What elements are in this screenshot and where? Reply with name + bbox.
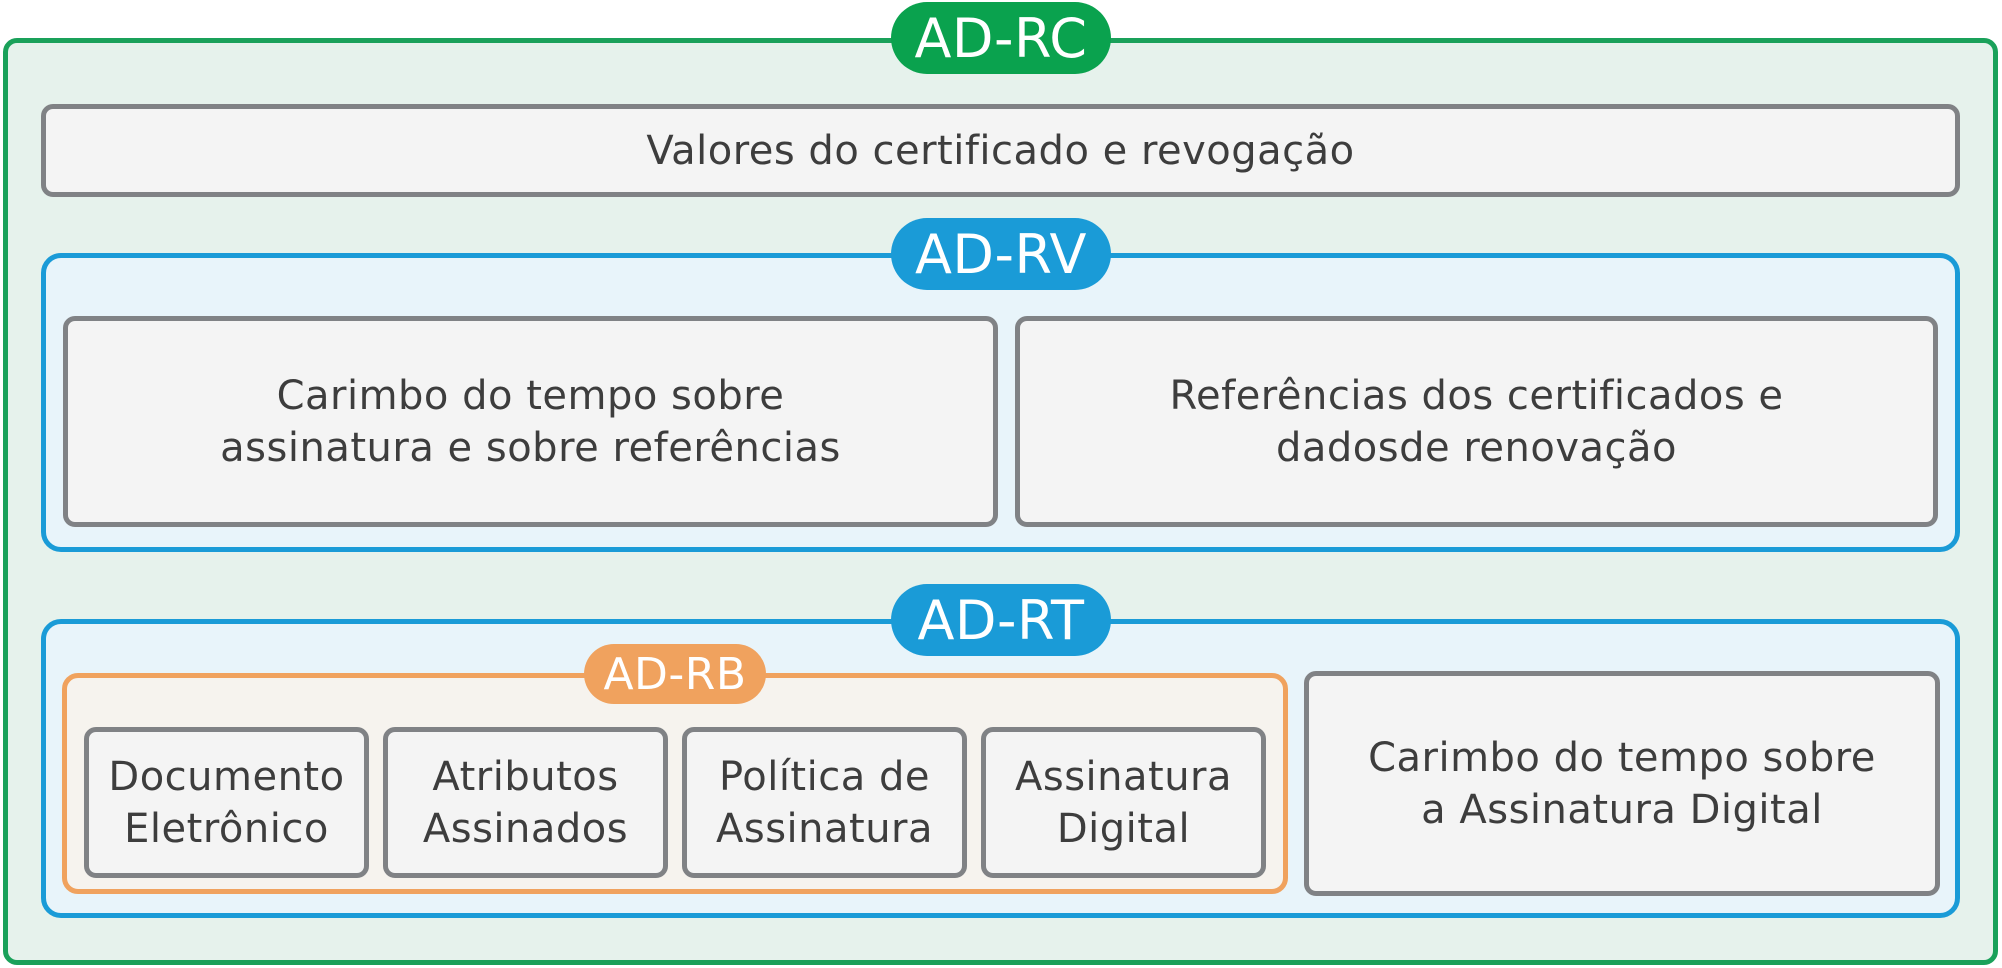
ad-rv-box-timestamp-references: Carimbo do tempo sobre assinatura e sobr…: [63, 316, 998, 527]
ad-rc-box-certificate-values: Valores do certificado e revogação: [41, 104, 1960, 197]
ad-rv-label: AD-RV: [891, 218, 1111, 290]
ad-rb-box-documento-eletronico: Documento Eletrônico: [84, 727, 369, 878]
ad-rb-box-atributos-assinados: Atributos Assinados: [383, 727, 668, 878]
ad-rt-box-timestamp-signature: Carimbo do tempo sobre a Assinatura Digi…: [1304, 671, 1940, 896]
ad-rc-label: AD-RC: [891, 2, 1111, 74]
ad-rb-box-assinatura-digital: Assinatura Digital: [981, 727, 1266, 878]
ad-rb-box-politica-de-assinatura: Política de Assinatura: [682, 727, 967, 878]
ad-rv-box-certificate-references: Referências dos certificados e dadosde r…: [1015, 316, 1938, 527]
ad-rb-label: AD-RB: [584, 644, 766, 704]
ad-rt-label: AD-RT: [891, 584, 1111, 656]
